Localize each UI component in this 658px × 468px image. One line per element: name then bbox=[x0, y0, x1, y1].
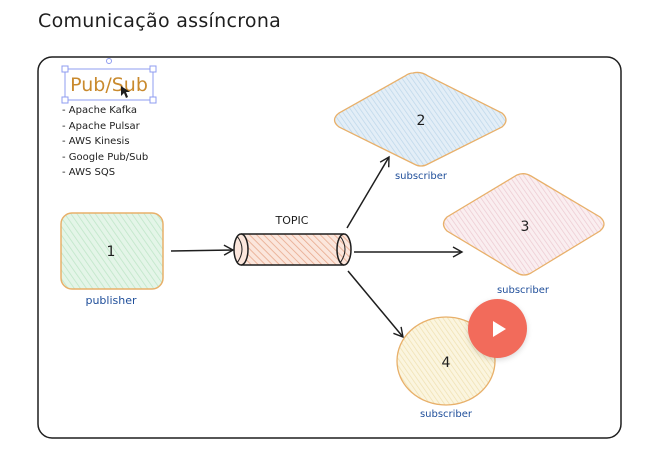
list-item: Apache Kafka bbox=[62, 103, 148, 119]
arrow-topic-to-subscriber-2 bbox=[346, 155, 390, 229]
pubsub-technology-list: Apache Kafka Apache Pulsar AWS Kinesis G… bbox=[62, 103, 148, 181]
subscriber-4-caption: subscriber bbox=[420, 409, 473, 420]
outer-frame bbox=[37, 56, 622, 439]
subscriber-2-caption: subscriber bbox=[395, 171, 448, 182]
list-item: AWS SQS bbox=[62, 165, 148, 181]
subscriber-2-shape[interactable] bbox=[333, 71, 507, 167]
list-item: Apache Pulsar bbox=[62, 119, 148, 135]
arrow-publisher-to-topic bbox=[170, 244, 235, 256]
topic-label: TOPIC bbox=[275, 214, 309, 227]
diagram-title: Comunicação assíncrona bbox=[38, 10, 282, 32]
pubsub-label-group[interactable]: Pub/Sub bbox=[61, 58, 157, 104]
publisher-number: 1 bbox=[107, 244, 116, 260]
publisher-box[interactable] bbox=[60, 212, 164, 290]
cursor-icon bbox=[121, 86, 130, 98]
selection-handle[interactable] bbox=[149, 65, 157, 73]
arrow-topic-to-subscriber-4 bbox=[347, 270, 404, 339]
list-item: Google Pub/Sub bbox=[62, 150, 148, 166]
selection-handle[interactable] bbox=[149, 96, 157, 104]
subscriber-3-number: 3 bbox=[521, 219, 530, 235]
pubsub-label: Pub/Sub bbox=[70, 74, 148, 96]
publisher-caption: publisher bbox=[85, 294, 137, 307]
subscriber-2-number: 2 bbox=[417, 113, 426, 129]
subscriber-3-caption: subscriber bbox=[497, 285, 550, 296]
selection-handle[interactable] bbox=[61, 65, 69, 73]
topic-cylinder[interactable] bbox=[233, 233, 352, 266]
selection-box bbox=[64, 68, 154, 101]
play-button[interactable] bbox=[468, 299, 527, 358]
subscriber-3-shape[interactable] bbox=[442, 173, 605, 276]
subscriber-4-number: 4 bbox=[442, 355, 451, 371]
list-item: AWS Kinesis bbox=[62, 134, 148, 150]
play-icon bbox=[492, 320, 506, 337]
rotation-handle[interactable] bbox=[106, 58, 112, 64]
